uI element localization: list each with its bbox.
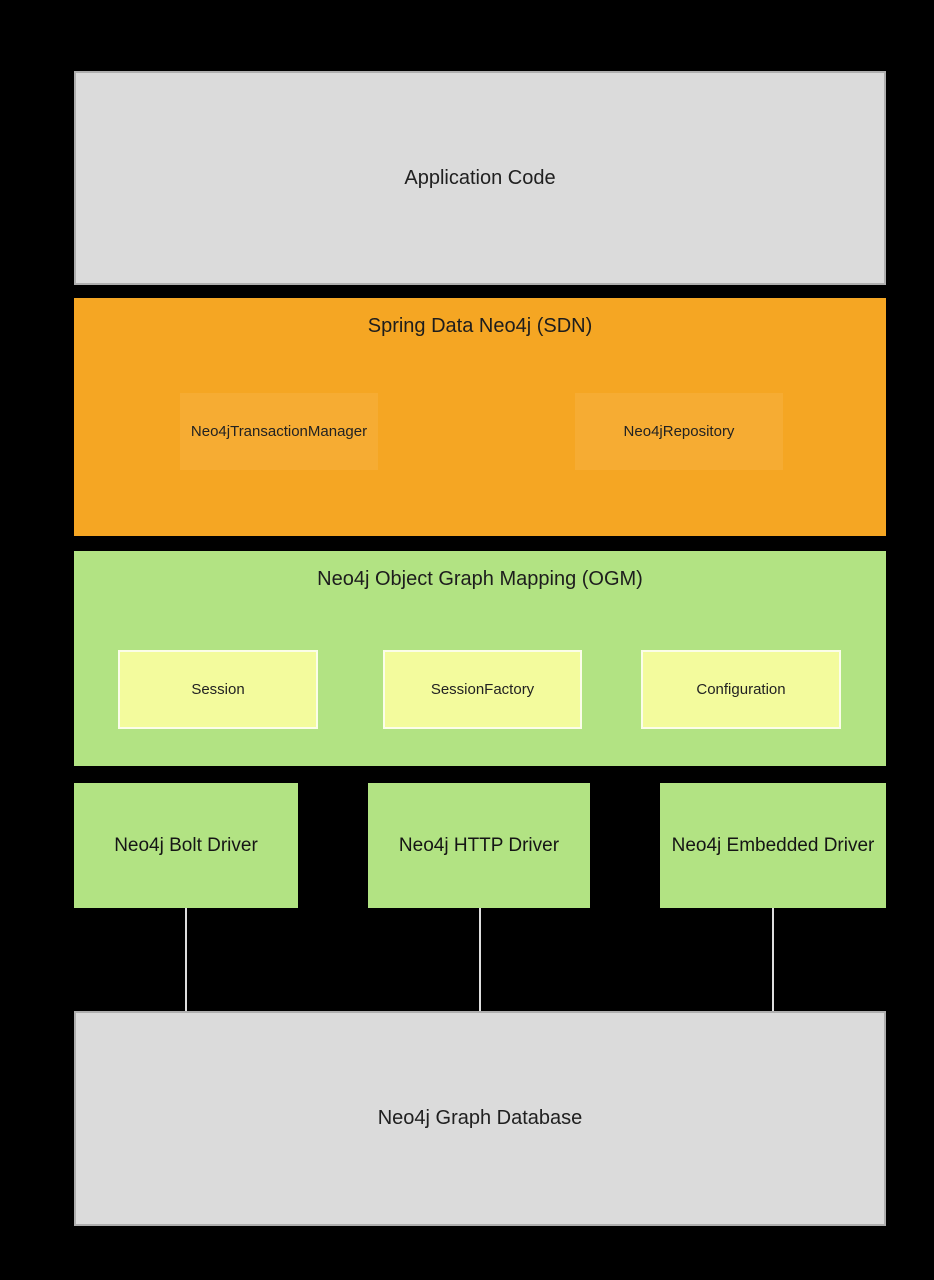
http-driver-box: Neo4j HTTP Driver bbox=[368, 783, 590, 908]
configuration-box: Configuration bbox=[641, 650, 841, 729]
http-driver-label: Neo4j HTTP Driver bbox=[398, 834, 560, 856]
sdn-layer-box: Spring Data Neo4j (SDN) Neo4jTransaction… bbox=[74, 298, 886, 536]
bolt-driver-label: Neo4j Bolt Driver bbox=[114, 834, 258, 856]
ogm-layer-title: Neo4j Object Graph Mapping (OGM) bbox=[317, 568, 643, 590]
application-code-label: Application Code bbox=[404, 166, 556, 189]
connector-line-bolt-to-database bbox=[185, 908, 187, 1011]
session-factory-box: SessionFactory bbox=[383, 650, 582, 729]
ogm-layer-box: Neo4j Object Graph Mapping (OGM) Session… bbox=[74, 551, 886, 766]
configuration-label: Configuration bbox=[696, 681, 786, 698]
graph-database-label: Neo4j Graph Database bbox=[377, 1107, 583, 1129]
graph-database-box: Neo4j Graph Database bbox=[74, 1011, 886, 1226]
session-label: Session bbox=[191, 681, 245, 698]
session-box: Session bbox=[118, 650, 318, 729]
neo4j-transaction-manager-box: Neo4jTransactionManager bbox=[180, 393, 378, 470]
session-factory-label: SessionFactory bbox=[430, 681, 535, 698]
embedded-driver-label: Neo4j Embedded Driver bbox=[671, 834, 875, 856]
bolt-driver-box: Neo4j Bolt Driver bbox=[74, 783, 298, 908]
connector-line-http-to-database bbox=[479, 908, 481, 1011]
connector-line-embedded-to-database bbox=[772, 908, 774, 1011]
neo4j-repository-label: Neo4jRepository bbox=[623, 423, 735, 440]
application-code-box: Application Code bbox=[74, 71, 886, 285]
embedded-driver-box: Neo4j Embedded Driver bbox=[660, 783, 886, 908]
sdn-layer-title: Spring Data Neo4j (SDN) bbox=[367, 315, 593, 337]
neo4j-transaction-manager-label: Neo4jTransactionManager bbox=[190, 423, 368, 440]
neo4j-repository-box: Neo4jRepository bbox=[575, 393, 783, 470]
